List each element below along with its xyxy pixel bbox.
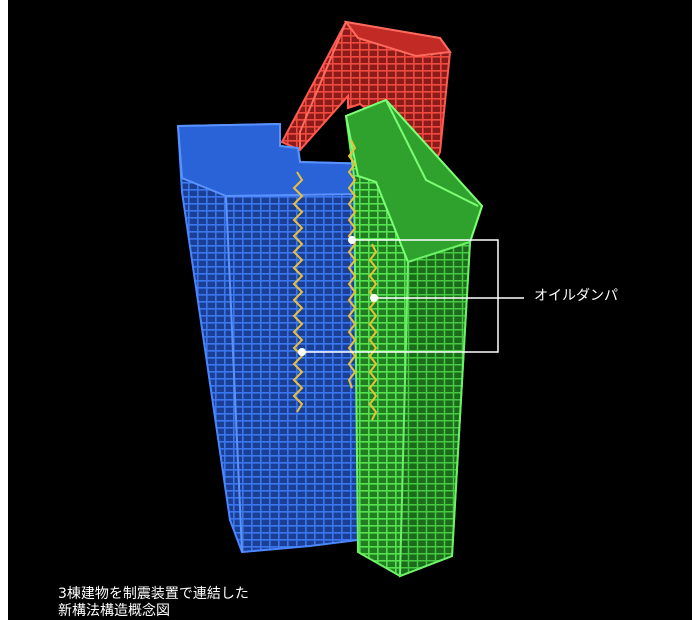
tower-diagram (176, 20, 524, 578)
diagram-canvas: オイルダンパ 3棟建物を制震装置で連結した 新構法構造概念図 (8, 0, 692, 620)
damper-marker-3 (298, 348, 306, 356)
blue-tower (176, 122, 386, 554)
damper-line-3 (368, 243, 378, 421)
damper-marker-2 (370, 294, 378, 302)
damper-line-2 (347, 139, 357, 389)
caption-line-2: 新構法構造概念図 (58, 603, 170, 619)
callout-bracket (302, 239, 499, 353)
damper-line-1 (292, 171, 304, 413)
oil-dampers (292, 139, 378, 421)
green-tower (344, 98, 484, 578)
oil-damper-label: オイルダンパ (534, 288, 618, 304)
damper-marker-1 (348, 236, 356, 244)
diagram-caption: 3棟建物を制震装置で連結した 新構法構造概念図 (58, 586, 249, 620)
caption-line-1: 3棟建物を制震装置で連結した (58, 586, 249, 602)
damper-callout (298, 236, 524, 356)
